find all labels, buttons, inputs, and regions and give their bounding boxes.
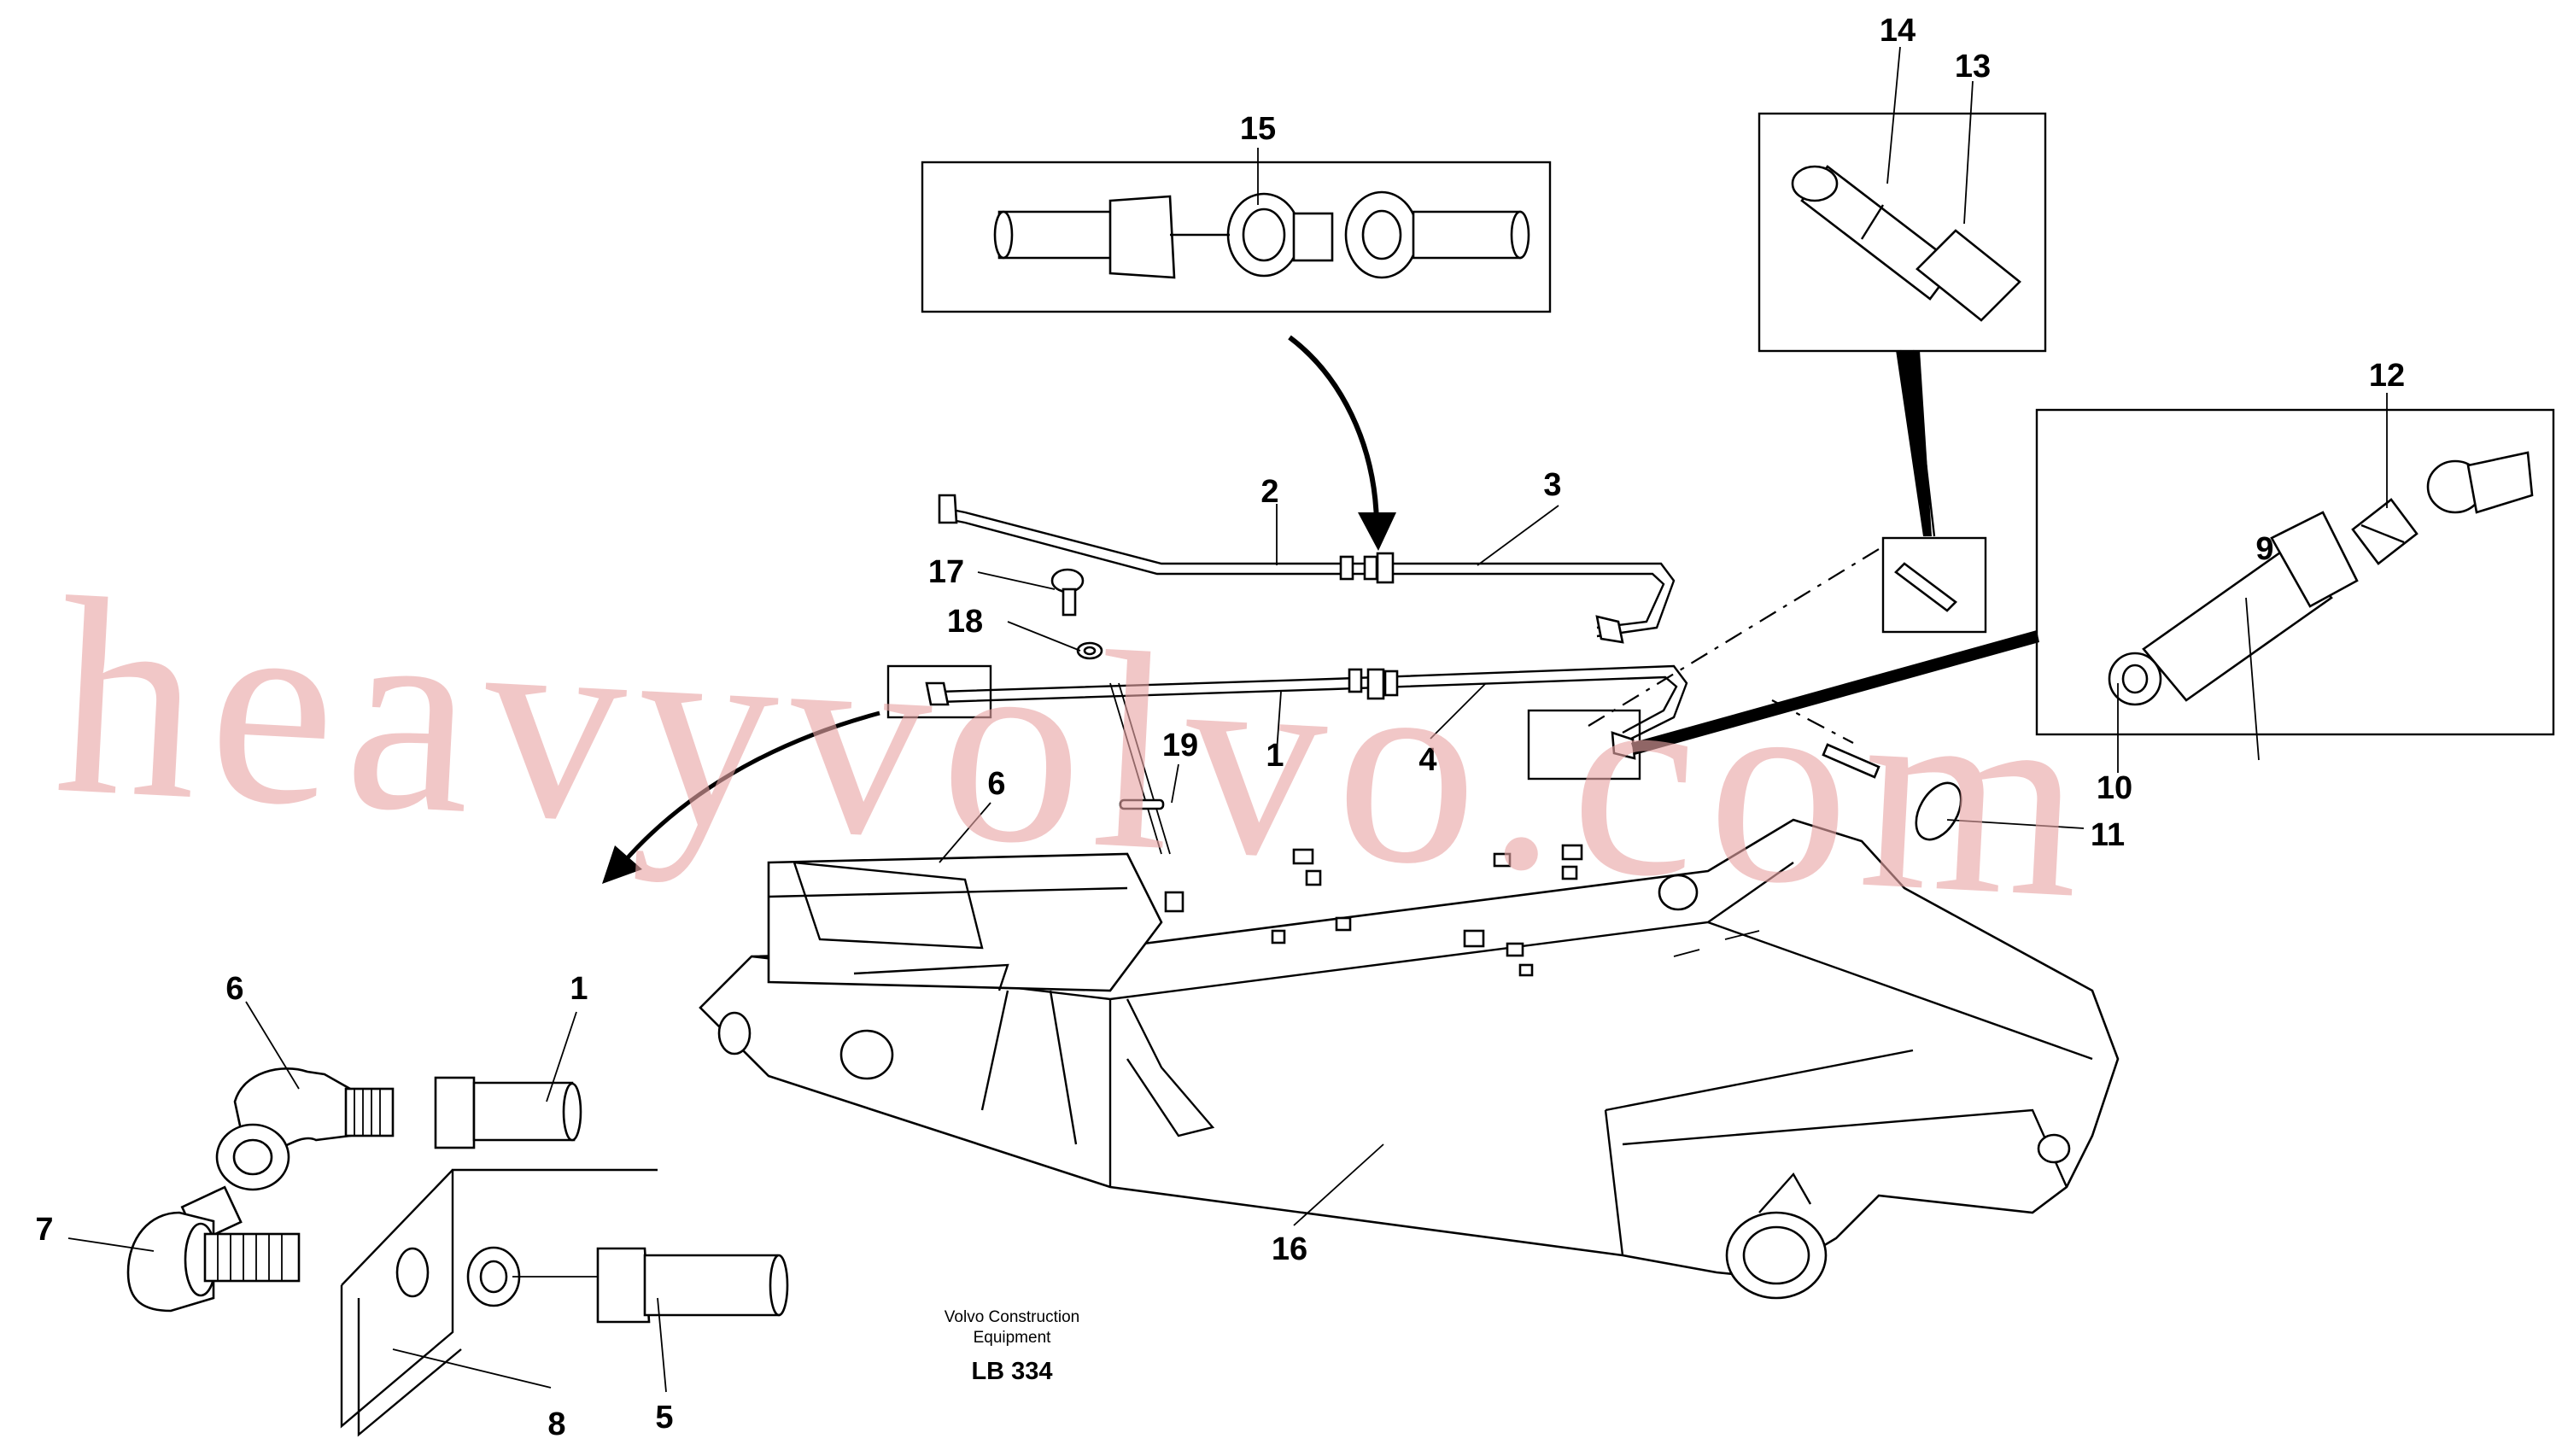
credit-line-1: Volvo Construction [945,1308,1079,1326]
callout-13: 13 [1955,49,1991,85]
callout-6: 6 [987,766,1005,802]
callout-18: 18 [947,604,983,640]
callout-11: 11 [2091,817,2125,853]
detail-callout-5: 5 [655,1400,673,1436]
hydraulic-lines [886,494,1688,781]
callout-2: 2 [1260,474,1278,510]
detail-callout-7: 7 [35,1212,53,1248]
pointer-arrows [602,335,1396,884]
callout-3: 3 [1543,467,1561,503]
callout-14: 14 [1880,13,1916,49]
leader-lines [67,46,2388,1393]
drawing-code: LB 334 [971,1358,1052,1385]
boom-assembly [699,818,2120,1300]
detail-box-13-14 [1758,112,2047,634]
callout-17: 17 [928,554,964,590]
callout-labels: 1 2 3 4 9 10 11 12 13 14 15 16 17 18 19 … [35,13,2405,1442]
callout-15: 15 [1240,111,1276,147]
callout-12: 12 [2369,358,2405,394]
callout-19: 19 [1162,728,1198,763]
bolt-and-washer [1050,568,1171,855]
watermark: heavyvolvo.com [50,540,2101,958]
callout-4: 4 [1418,742,1436,778]
detail-callout-8: 8 [547,1406,565,1442]
detail-box-15 [921,161,1552,313]
callout-10: 10 [2097,770,2132,806]
credit-line-2: Equipment [974,1329,1052,1347]
detail-box-9-12 [1588,408,2555,841]
detail-callout-6: 6 [225,971,243,1007]
callout-16: 16 [1272,1231,1307,1267]
detail-lower-left [126,1067,789,1437]
detail-callout-1: 1 [570,971,588,1007]
callout-1b: 1 [1266,738,1284,774]
callout-9: 9 [2255,531,2273,567]
credit-block: Volvo Construction Equipment LB 334 [945,1308,1079,1385]
